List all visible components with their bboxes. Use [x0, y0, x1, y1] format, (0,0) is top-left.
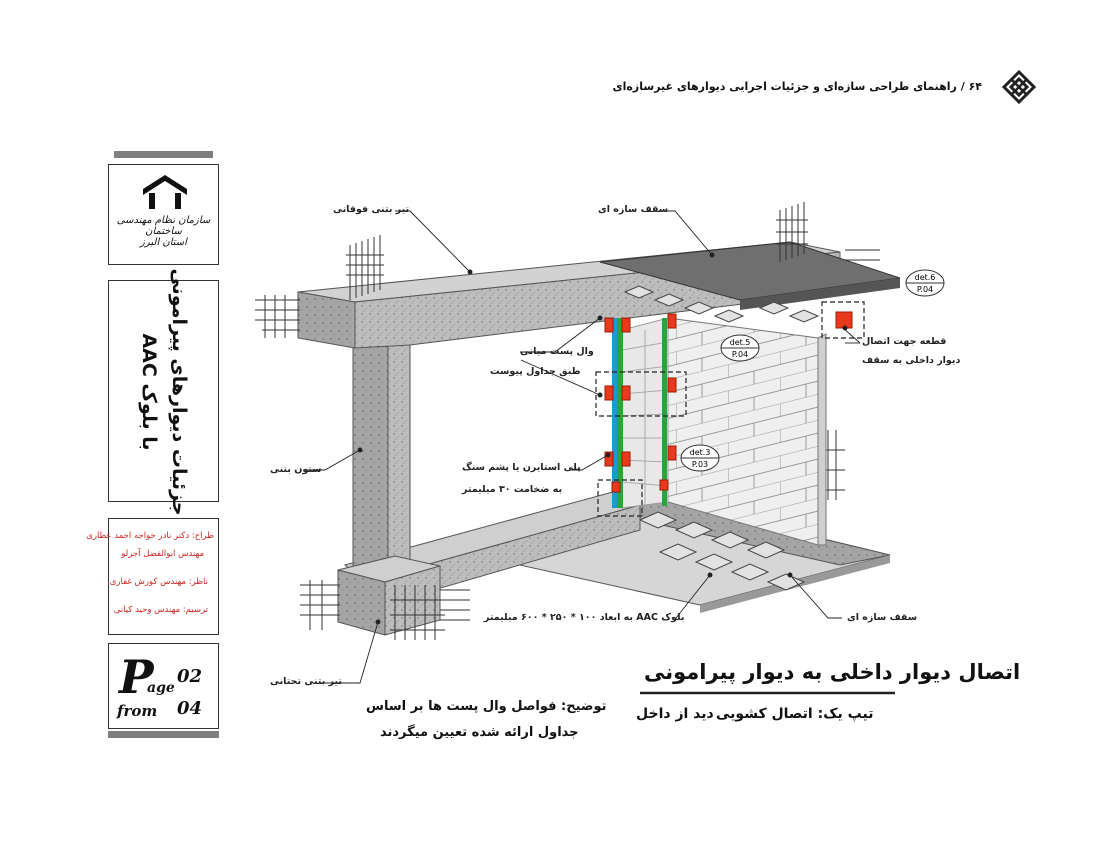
label-styrene: پلی استایرن یا پشم سنگ	[462, 462, 581, 473]
label-top-beam: تیر بتنی فوقانی	[333, 204, 410, 215]
svg-text:det.5: det.5	[730, 338, 751, 347]
drawing-title: اتصال دیوار داخلی به دیوار پیرامونی	[644, 660, 1021, 684]
drawing-subtitle-view: دید از داخل	[636, 706, 714, 722]
credit-drafter: ترسیم: مهندس وحید کیانی	[113, 605, 208, 615]
house-logo-icon	[143, 175, 187, 209]
page-total: 04	[177, 698, 203, 719]
label-styrene-2: به ضخامت ۳۰ میلیمتر	[462, 484, 563, 495]
svg-text:P.03: P.03	[692, 460, 708, 469]
page-letter: P	[119, 650, 154, 704]
detail-bubble-det5: det.5 P.04	[720, 334, 760, 362]
label-connector-2: دیوار داخلی به سقف	[862, 355, 961, 366]
drawing-subtitle-type: تیپ یک: اتصال کشویی	[716, 706, 874, 722]
sidebar-bottom-bar	[108, 731, 219, 738]
leader-lines	[305, 210, 861, 684]
svg-text:P.04: P.04	[732, 350, 748, 359]
top-slab	[599, 241, 901, 323]
label-top-slab: سقف سازه ای	[598, 204, 669, 215]
credit-designer: طراح: دکتر نادر خواجه احمد عطاری	[86, 531, 214, 541]
page-number: 02	[177, 666, 203, 687]
note-line2: جداول ارائه شده تعیین میگردند	[380, 725, 579, 740]
svg-text:P.04: P.04	[917, 285, 933, 294]
credit-co-designer: مهندس ابوالفضل آجرلو	[121, 549, 204, 559]
label-connector: قطعه جهت اتصال	[862, 336, 947, 347]
label-wall-post-2: طبق جداول پیوست	[490, 366, 581, 377]
label-aac-block: بلوک AAC به ابعاد ۱۰۰ * ۲۵۰ * ۶۰۰ میلیمت…	[484, 612, 685, 623]
vertical-title-box: جزئیات دیوارهای پیرامونی با بلوک AAC	[108, 268, 219, 516]
page-header-text: ۶۴ / راهنمای طراحی سازه‌ای و جزئیات اجرا…	[612, 80, 982, 93]
wall-post	[612, 318, 667, 508]
sidebar-top-bar	[114, 151, 213, 158]
credit-supervisor: ناظر: مهندس کورش غفاری	[109, 577, 208, 587]
detail-boxes	[595, 301, 865, 517]
svg-text:det.6: det.6	[915, 273, 936, 282]
org-logo-box: سازمان نظام مهندسی ساختمان استان البرز	[108, 164, 219, 265]
label-column: ستون بتنی	[270, 464, 322, 475]
detail-bubble-det6: det.6 P.04	[905, 269, 945, 297]
org-name-line1: سازمان نظام مهندسی ساختمان	[116, 215, 211, 237]
aac-block-wall	[621, 317, 827, 546]
page-number-box: P age 02 from 04	[108, 643, 219, 729]
concrete-column	[352, 289, 411, 591]
label-wall-post: وال پست میانی	[520, 346, 594, 357]
detail-bubble-det3: det.3 P.03	[680, 444, 720, 472]
note-line1: توضیح: فواصل وال پست ها بر اساس	[366, 699, 607, 714]
org-name-line2: استان البرز	[140, 237, 187, 248]
from-word: from	[117, 702, 158, 720]
page-word: age	[147, 680, 175, 696]
credits-box: طراح: دکتر نادر خواجه احمد عطاری مهندس ا…	[86, 518, 219, 635]
svg-text:det.3: det.3	[690, 448, 711, 457]
knot-logo-icon	[1001, 69, 1037, 105]
label-bottom-slab: سقف سازه ای	[847, 612, 918, 623]
label-bottom-beam: تیر بتنی تحتانی	[270, 676, 342, 687]
